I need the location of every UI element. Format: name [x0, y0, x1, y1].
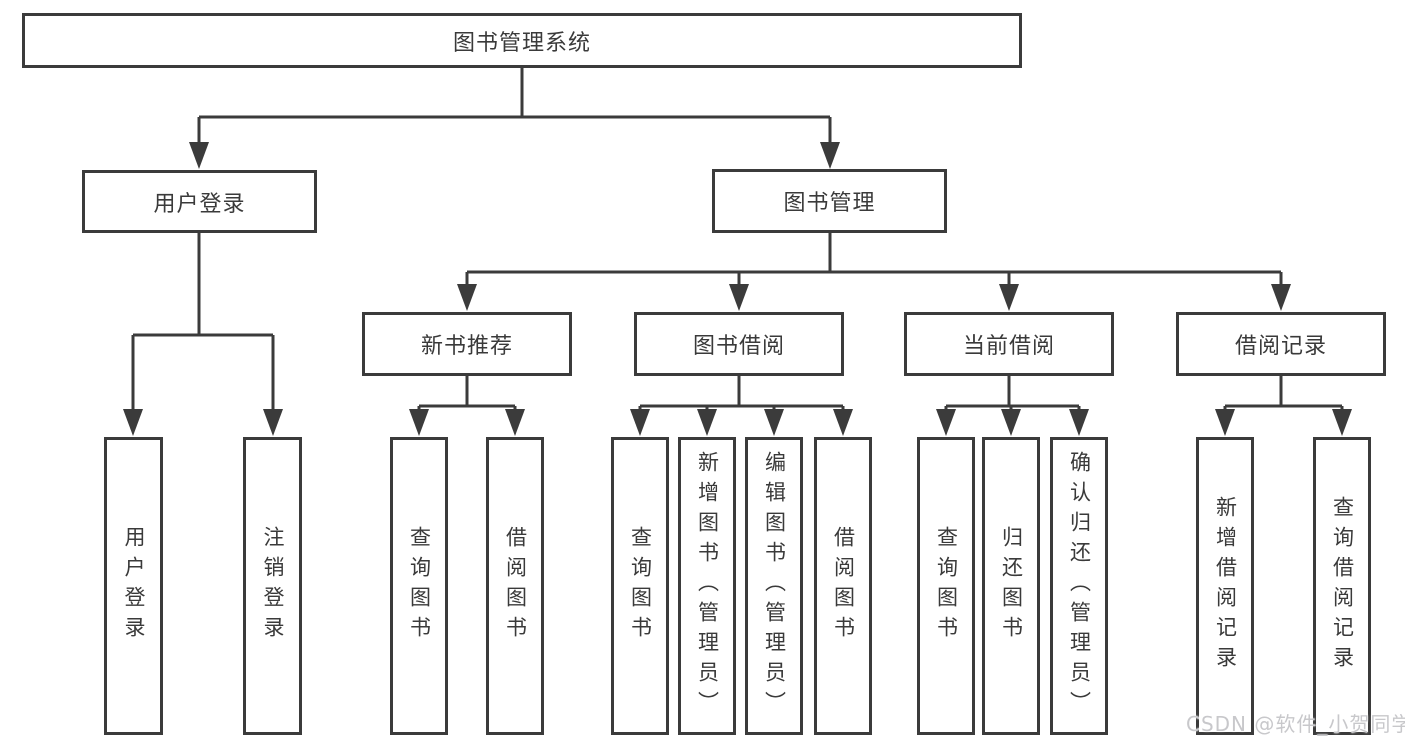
arrowhead	[457, 284, 477, 311]
node-user-login-leaf: 用户登录	[104, 437, 163, 735]
node-nbr-query-books: 查询图书	[390, 437, 448, 735]
node-bb-borrow-books: 借阅图书	[814, 437, 872, 735]
arrowhead	[1069, 409, 1089, 436]
node-new-book-recommend: 新书推荐	[362, 312, 572, 376]
node-cb-return-books: 归还图书	[982, 437, 1040, 735]
node-cb-query-books: 查询图书	[917, 437, 975, 735]
arrowhead	[409, 409, 429, 436]
arrowhead	[1001, 409, 1021, 436]
node-bb-edit-books-admin: 编辑图书（管理员）	[745, 437, 803, 735]
arrowhead	[263, 409, 283, 436]
arrowhead	[189, 142, 209, 169]
arrowhead	[820, 142, 840, 169]
arrowhead	[729, 284, 749, 311]
arrowhead	[697, 409, 717, 436]
arrowhead	[833, 409, 853, 436]
csdn-watermark: CSDN @软件_小贺同学	[1186, 712, 1405, 736]
node-cb-confirm-return-admin: 确认归还（管理员）	[1050, 437, 1108, 735]
node-borrowing-records: 借阅记录	[1176, 312, 1386, 376]
node-br-add-record: 新增借阅记录	[1196, 437, 1254, 735]
arrowhead	[764, 409, 784, 436]
node-book-management: 图书管理	[712, 169, 947, 233]
arrowhead	[999, 284, 1019, 311]
arrowhead	[123, 409, 143, 436]
node-bb-add-books-admin: 新增图书（管理员）	[678, 437, 736, 735]
node-library-management-system: 图书管理系统	[22, 13, 1022, 68]
node-book-borrowing: 图书借阅	[634, 312, 844, 376]
arrowhead	[1332, 409, 1352, 436]
node-current-borrowing: 当前借阅	[904, 312, 1114, 376]
arrowhead	[1215, 409, 1235, 436]
arrowhead	[630, 409, 650, 436]
node-logout: 注销登录	[243, 437, 302, 735]
node-bb-query-books: 查询图书	[611, 437, 669, 735]
node-nbr-borrow-books: 借阅图书	[486, 437, 544, 735]
arrowhead	[1271, 284, 1291, 311]
arrowhead	[505, 409, 525, 436]
arrowhead	[936, 409, 956, 436]
arrowheads	[123, 142, 1352, 436]
node-user-login: 用户登录	[82, 170, 317, 233]
node-br-query-record: 查询借阅记录	[1313, 437, 1371, 735]
